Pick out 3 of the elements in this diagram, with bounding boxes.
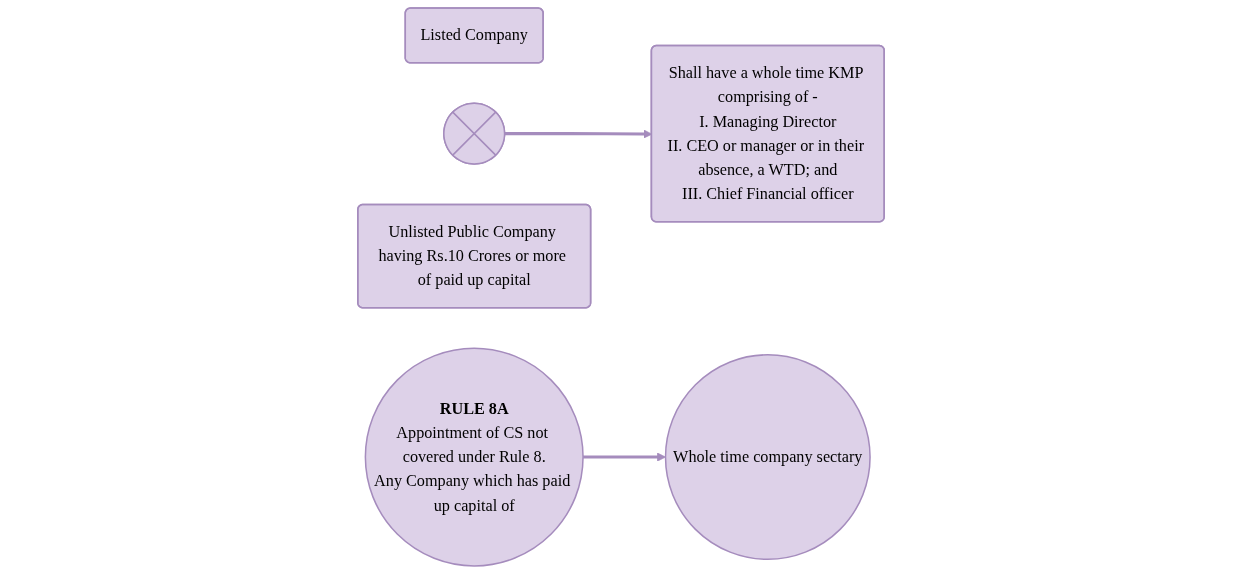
arrow	[583, 452, 666, 462]
node-circle: Whole time company sectary	[664, 354, 871, 561]
node-circle: RULE 8A Appointment of CS not covered under Rule 8. Any Company which has paid up capital of	[364, 347, 584, 567]
